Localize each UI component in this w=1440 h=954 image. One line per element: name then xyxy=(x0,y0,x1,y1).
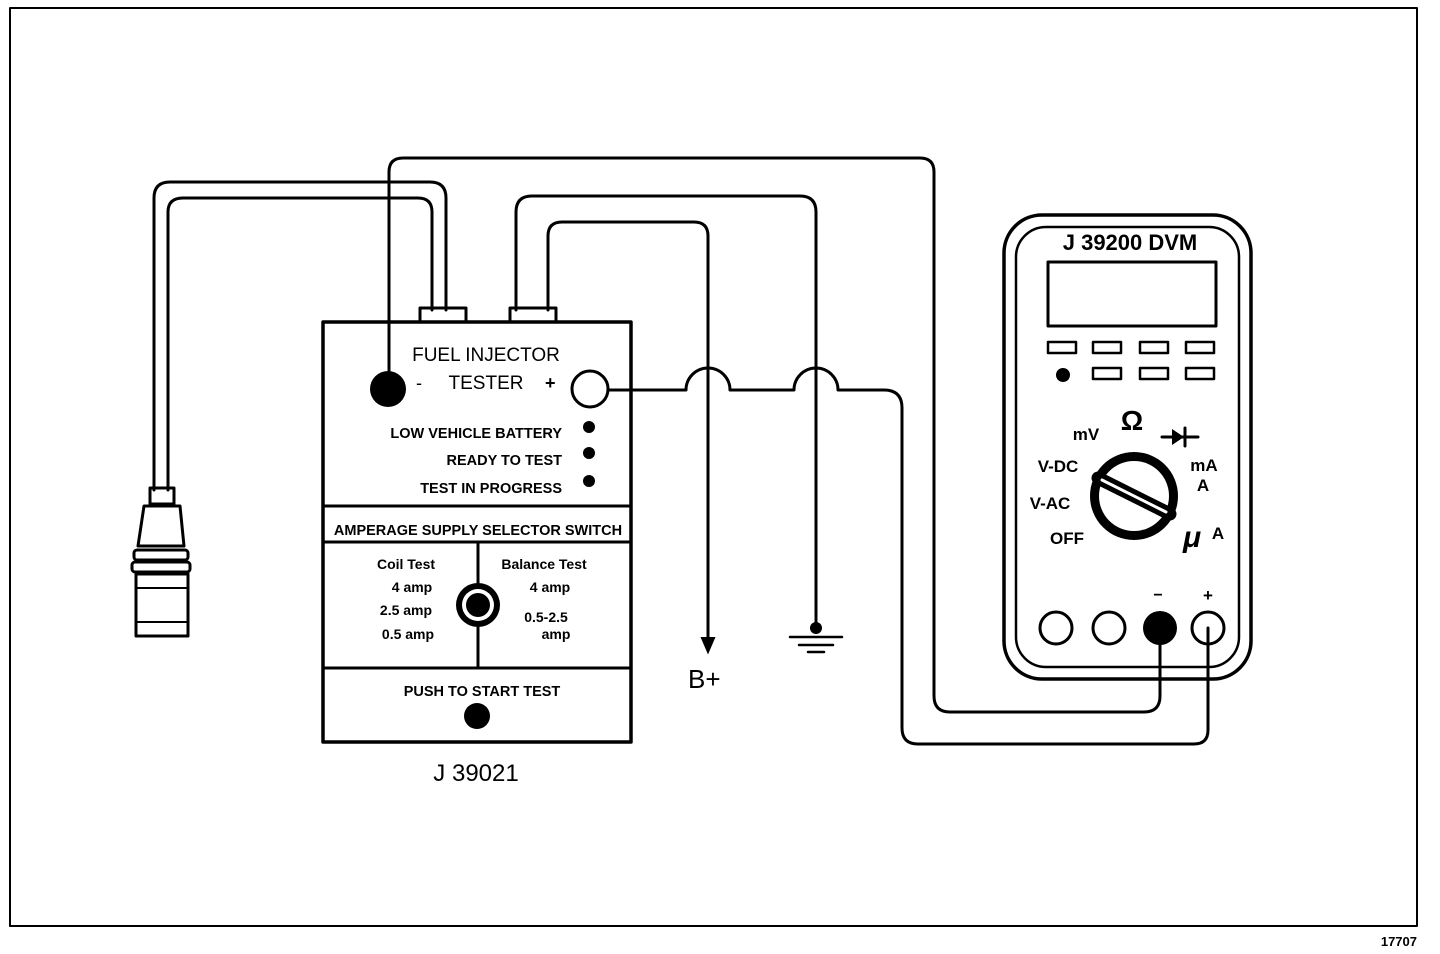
tester-plus-label: + xyxy=(545,373,556,393)
tester-title-line1: FUEL INJECTOR xyxy=(412,345,560,366)
dvm-jack-1[interactable] xyxy=(1038,610,1074,646)
dial-label-off: OFF xyxy=(1050,529,1084,548)
dvm-key-3[interactable] xyxy=(1138,340,1170,355)
dvm-jack-2[interactable] xyxy=(1091,610,1127,646)
balance-test-title: Balance Test xyxy=(501,556,587,572)
diode-icon xyxy=(1160,426,1200,448)
tester-minus-label: - xyxy=(416,373,422,393)
dvm-plus-jack[interactable] xyxy=(1190,610,1226,646)
dvm-key-5[interactable] xyxy=(1091,366,1123,381)
balance-test-range: 0.5-2.5 xyxy=(524,609,568,625)
indicator-in-progress-label: TEST IN PROGRESS xyxy=(420,481,562,497)
dial-label-mv: mV xyxy=(1073,425,1100,444)
plus-test-lead xyxy=(606,366,1210,746)
dial-label-micro: μ xyxy=(1182,521,1201,554)
dial-label-ohm: Ω xyxy=(1121,405,1143,436)
indicator-low-battery-led xyxy=(583,421,595,433)
tester-plus-terminal[interactable] xyxy=(570,369,610,409)
digital-multimeter: J 39200 DVM mV Ω V-DC V-AC OFF mA A μ A xyxy=(1002,213,1253,681)
dvm-key-4[interactable] xyxy=(1184,340,1216,355)
tester-model-label: J 39021 xyxy=(433,760,518,787)
dvm-minus-jack[interactable] xyxy=(1143,611,1177,645)
dvm-display xyxy=(1046,260,1218,328)
selector-title: AMPERAGE SUPPLY SELECTOR SWITCH xyxy=(334,523,622,539)
injector-connector xyxy=(130,486,192,638)
fuel-injector-tester: FUEL INJECTOR TESTER - + LOW VEHICLE BAT… xyxy=(321,306,633,744)
dvm-plus-label: + xyxy=(1203,586,1213,605)
tester-port-left xyxy=(418,306,468,324)
indicator-in-progress-led xyxy=(583,475,595,487)
coil-test-0-5amp: 0.5 amp xyxy=(382,626,434,642)
figure-frame xyxy=(9,7,1418,927)
amperage-selector-knob[interactable] xyxy=(456,583,500,627)
dial-label-ma: mA xyxy=(1190,456,1217,475)
push-start-button[interactable] xyxy=(464,703,490,729)
dvm-key-1[interactable] xyxy=(1046,340,1078,355)
tester-minus-terminal[interactable] xyxy=(370,371,406,407)
dvm-function-dial[interactable] xyxy=(1090,452,1178,540)
dvm-key-6[interactable] xyxy=(1138,366,1170,381)
push-start-label: PUSH TO START TEST xyxy=(404,684,561,700)
bplus-label: B+ xyxy=(688,664,721,694)
bplus-lead xyxy=(546,220,710,647)
indicator-low-battery-label: LOW VEHICLE BATTERY xyxy=(390,426,562,442)
dvm-key-7[interactable] xyxy=(1184,366,1216,381)
dvm-minus-label: − xyxy=(1153,587,1162,604)
dial-label-a: A xyxy=(1197,476,1209,495)
indicator-ready-led xyxy=(583,447,595,459)
indicator-ready-label: READY TO TEST xyxy=(447,453,563,469)
coil-test-4amp: 4 amp xyxy=(392,579,432,595)
figure-number: 17707 xyxy=(1381,934,1417,949)
ground-lead xyxy=(514,194,818,630)
dial-label-vac: V-AC xyxy=(1030,494,1071,513)
ground-symbol xyxy=(788,622,844,654)
dvm-power-indicator xyxy=(1056,368,1070,382)
wires xyxy=(152,156,1210,746)
balance-test-amp: amp xyxy=(542,626,571,642)
tester-title-line2: TESTER xyxy=(449,373,524,394)
injector-harness-outer xyxy=(152,180,448,492)
coil-test-2-5amp: 2.5 amp xyxy=(380,602,432,618)
balance-test-4amp: 4 amp xyxy=(530,579,570,595)
dial-label-vdc: V-DC xyxy=(1038,457,1079,476)
coil-test-title: Coil Test xyxy=(377,556,435,572)
bplus-arrowhead xyxy=(700,637,716,655)
dial-label-micro-a: A xyxy=(1212,524,1224,543)
injector-harness-inner xyxy=(166,196,434,492)
minus-test-lead xyxy=(387,156,1162,714)
dvm-title: J 39200 DVM xyxy=(1063,230,1198,255)
dvm-key-2[interactable] xyxy=(1091,340,1123,355)
